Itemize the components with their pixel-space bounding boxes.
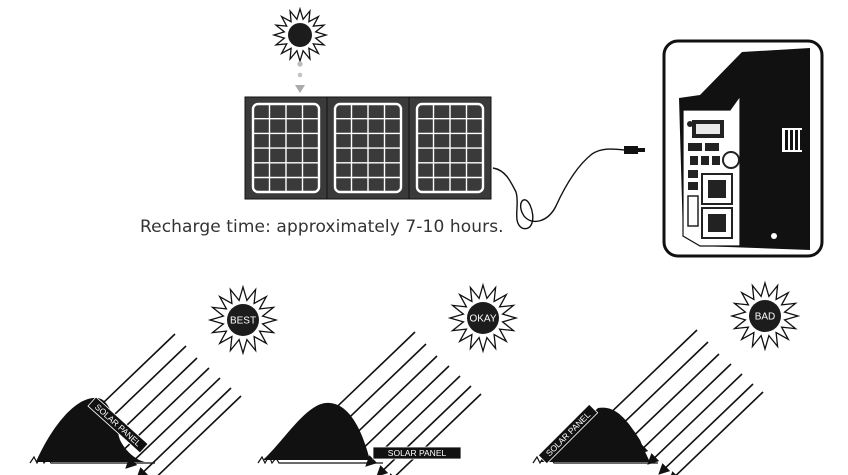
sun-ray-arrow-icon	[647, 373, 743, 465]
solar-panel-3	[408, 96, 492, 200]
sun-ray-arrow-icon	[624, 353, 720, 445]
sun-ray-arrow-icon	[602, 329, 698, 421]
sun-ray-arrow-icon	[354, 365, 450, 457]
solar-panel-1	[244, 96, 328, 200]
sun-ray-arrow-icon	[376, 385, 472, 475]
dc-plug-icon	[624, 146, 645, 154]
sun-icon: BEST	[207, 284, 279, 356]
sun-ray-arrow-icon	[157, 395, 242, 475]
sun-icon: BAD	[729, 280, 801, 352]
sun-ray-arrow-icon	[668, 391, 764, 475]
sun-label: BAD	[755, 312, 776, 323]
solar-panel-bar: SOLAR PANEL	[372, 446, 462, 460]
solar-panel-icon	[244, 96, 492, 200]
charging-cable-icon	[492, 148, 627, 230]
power-station-icon	[662, 39, 824, 258]
sun-ray-arrow-icon	[658, 383, 754, 475]
sun-ray-arrow-icon	[114, 367, 210, 459]
sun-icon: OKAY	[447, 282, 519, 354]
solar-panel-label: SOLAR PANEL	[388, 448, 447, 458]
solar-panel-2	[326, 96, 410, 200]
sun-label: BEST	[230, 316, 256, 327]
sun-label: OKAY	[469, 314, 496, 325]
mountain-icon	[36, 397, 145, 462]
mountain-icon	[263, 402, 370, 460]
sun-ray-arrow-icon	[125, 377, 221, 469]
scenario-okay: OKAY SOLAR PANEL	[257, 282, 519, 475]
sun-ray-arrow-icon	[636, 363, 732, 455]
sun-ray-arrow-icon	[613, 341, 709, 433]
sun-dotted-arrow	[295, 61, 305, 93]
mountain-icon	[540, 407, 650, 462]
recharge-time-caption: Recharge time: approximately 7-10 hours.	[140, 217, 504, 237]
sun-icon	[271, 6, 329, 64]
sun-ray-arrow-icon	[386, 393, 482, 475]
